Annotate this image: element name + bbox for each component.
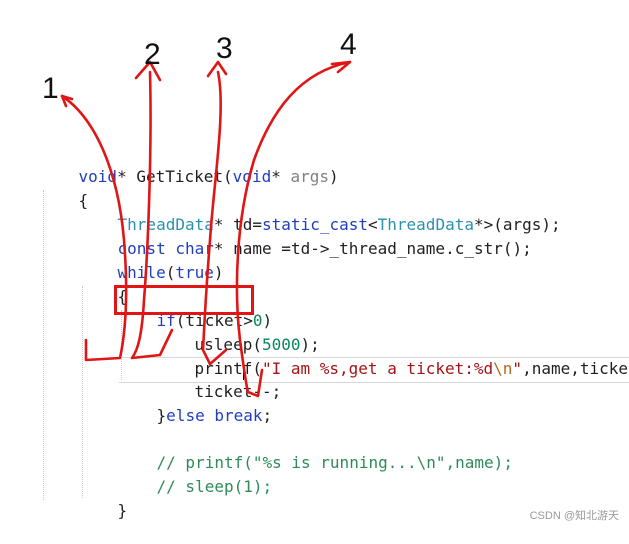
- code-token: *: [271, 167, 291, 186]
- code-line-6[interactable]: {: [79, 264, 128, 306]
- code-token: (: [165, 263, 176, 282]
- keyword-else: else: [166, 406, 205, 425]
- code-token: *>(args);: [473, 215, 561, 234]
- code-line-2[interactable]: {: [40, 168, 89, 210]
- keyword-const: const: [117, 239, 166, 258]
- string-literal: ": [512, 359, 523, 378]
- arrow-1: [60, 94, 128, 362]
- brace-open: {: [78, 191, 89, 210]
- code-token: (: [223, 167, 233, 186]
- indent-guide: [82, 286, 83, 498]
- escape-sequence: \n: [493, 359, 513, 378]
- arrow-1-head: [60, 94, 74, 108]
- code-line-4[interactable]: const char* name =td->_thread_name.c_str…: [79, 216, 532, 258]
- code-token: (ticket>: [175, 311, 253, 330]
- annotation-label-4: 4: [340, 28, 357, 61]
- annotation-label-2: 2: [144, 38, 161, 71]
- code-token: usleep(: [194, 335, 262, 354]
- arrow-3-head: [206, 60, 228, 78]
- number-literal: 0: [252, 311, 263, 330]
- code-token: );: [300, 335, 320, 354]
- arrow-2-head: [134, 60, 162, 82]
- number-literal: 5000: [261, 335, 301, 354]
- keyword-true: true: [175, 263, 214, 282]
- keyword-if: if: [156, 311, 176, 330]
- code-line-11[interactable]: }else break;: [118, 383, 273, 425]
- brace-open: {: [117, 287, 128, 306]
- keyword-while: while: [117, 263, 166, 282]
- code-line-8[interactable]: usleep(5000);: [156, 312, 320, 354]
- keyword-void: void: [232, 167, 272, 186]
- code-line-13[interactable]: // sleep(1);: [118, 454, 273, 496]
- code-line-5[interactable]: while(true): [79, 240, 224, 282]
- indent-guide: [43, 190, 44, 500]
- code-token: <: [368, 215, 378, 234]
- arrow-2: [130, 70, 174, 360]
- keyword-char: char: [175, 239, 214, 258]
- code-token: ,name,ticket);: [522, 359, 629, 378]
- code-line-14[interactable]: }: [79, 478, 128, 520]
- keyword-break: break: [214, 406, 263, 425]
- annotation-arrows: [60, 60, 352, 398]
- code-token: ;: [262, 406, 273, 425]
- keyword-void: void: [78, 167, 118, 186]
- annotation-label-1: 1: [42, 72, 59, 105]
- brace-close: }: [117, 501, 128, 520]
- code-token: ): [213, 263, 224, 282]
- code-token: ): [329, 167, 339, 186]
- code-token: *: [117, 167, 137, 186]
- code-line-12[interactable]: // printf("%s is running...\n",name);: [118, 430, 513, 472]
- code-editor[interactable]: void* GetTicket(void* args) { ThreadData…: [0, 0, 629, 529]
- code-token: * name =td->_thread_name.c_str();: [213, 239, 532, 258]
- arrow-4-head: [330, 60, 352, 74]
- type-threaddata: ThreadData: [377, 215, 474, 234]
- current-line-highlight: [119, 357, 629, 383]
- comment: // sleep(1);: [156, 477, 273, 496]
- parameter-args: args: [290, 167, 329, 186]
- arrow-4: [235, 60, 352, 398]
- comment: // printf("%s is running...\n",name);: [156, 453, 513, 472]
- keyword-static-cast: static_cast: [262, 215, 368, 234]
- code-line-7[interactable]: if(ticket>0): [118, 288, 273, 330]
- arrow-3: [201, 70, 228, 366]
- watermark: CSDN @知北游天: [529, 510, 619, 522]
- string-literal: "I am %s,get a ticket:%d: [261, 359, 494, 378]
- annotation-label-3: 3: [216, 32, 233, 65]
- code-line-1[interactable]: void* GetTicket(void* args): [40, 144, 339, 186]
- brace-close: }: [156, 406, 167, 425]
- function-name: GetTicket: [136, 167, 224, 186]
- type-threaddata: ThreadData: [117, 215, 214, 234]
- code-token: ): [262, 311, 273, 330]
- condition-highlight-box: [114, 285, 254, 315]
